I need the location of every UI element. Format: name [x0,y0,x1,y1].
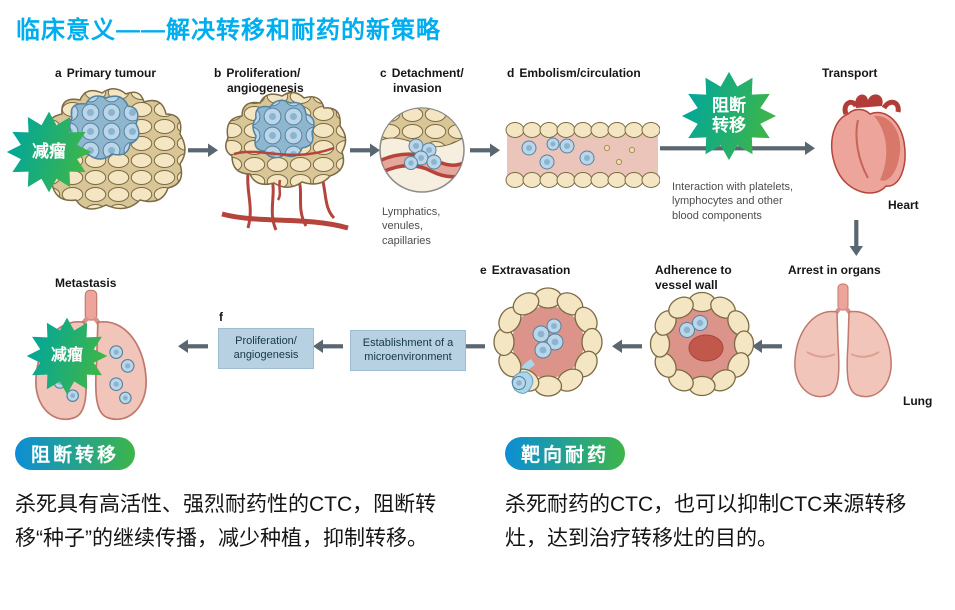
block-metastasis-badge: 阻断转移 [15,437,135,470]
primary-tumour-illustration [38,84,188,216]
page-title: 临床意义——解决转移和耐药的新策略 [16,17,441,44]
arrow-b-to-c [350,142,380,158]
extravasation-illustration [487,284,609,406]
step-d-letter: d [507,66,515,80]
adherence-illustration [646,288,758,400]
step-a-letter: a [55,66,62,80]
arrest-label: Arrest in organs [788,263,881,277]
step-b-letter: b [214,66,222,80]
lymphatics-caption: Lymphatics, venules, capillaries [382,206,441,247]
step-e-letter: e [480,263,487,277]
heart-illustration [818,86,908,204]
arrow-a-to-b [188,142,218,158]
arrow-establishment-to-f [313,338,343,354]
arrow-heart-to-lungs [848,220,865,256]
detachment-invasion-illustration [378,106,466,194]
proliferation-angiogenesis-illustration [220,88,350,236]
heart-label: Heart [888,198,919,212]
target-resistance-badge: 靶向耐药 [505,437,625,470]
lung-label: Lung [903,394,933,408]
arrow-lungs-to-adherence [752,338,782,354]
adherence-label: Adherence to vessel wall [655,263,732,292]
metastasis-label: Metastasis [55,276,117,290]
arrow-f-to-metastasis [178,338,208,354]
step-f-letter: f [219,310,223,324]
proliferation-box: Proliferation/ angiogenesis [218,328,314,369]
interaction-caption: Interaction with platelets, lymphocytes … [672,181,794,222]
arrow-c-to-d [470,142,500,158]
establishment-box: Establishment of a microenvironment [350,330,466,371]
arrow-adherence-to-e [612,338,642,354]
target-resistance-paragraph: 杀死耐药的CTC，也可以抑制CTC来源转移灶，达到治疗转移灶的目的。 [505,493,907,550]
lungs-illustration [783,282,903,406]
transport-label: Transport [822,66,878,80]
step-c-letter: c [380,66,387,80]
embolism-circulation-illustration [505,118,660,192]
block-metastasis-paragraph: 杀死具有高活性、强烈耐药性的CTC，阻断转移“种子”的继续传播，减少种植，抑制转… [15,493,437,550]
